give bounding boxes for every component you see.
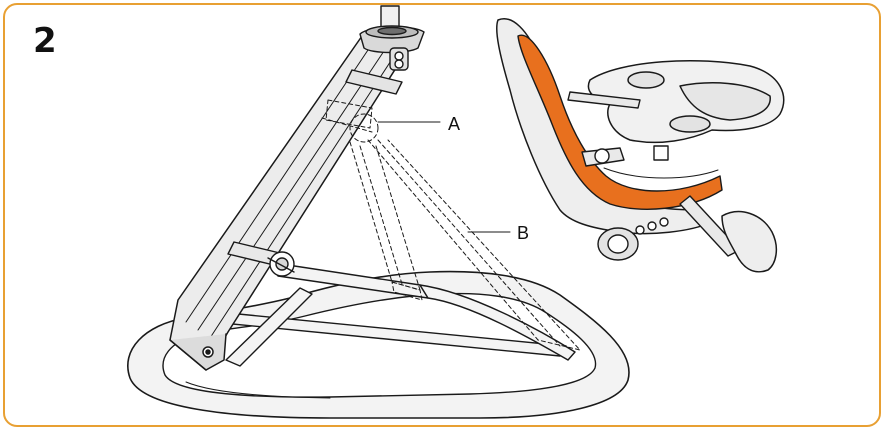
seat-frame: [567, 91, 741, 257]
dashed-hidden-parts: [321, 99, 581, 351]
callout-a-label: A: [448, 114, 460, 134]
base-struts: [211, 261, 576, 367]
step-number: 2: [33, 21, 57, 61]
seat-tray: [587, 60, 785, 144]
diagram-frame: [3, 3, 881, 427]
pole-collars: [227, 241, 295, 277]
callout-b-label: B: [517, 223, 529, 243]
seat-pad: [517, 34, 723, 210]
callout-leaders: [377, 121, 511, 233]
base-assembly: [127, 5, 630, 419]
pole-head: [345, 5, 425, 95]
footrest: [721, 210, 778, 273]
seat-wheel: [597, 217, 669, 261]
seat-assembly: [496, 18, 785, 273]
base-ring: [127, 270, 630, 419]
